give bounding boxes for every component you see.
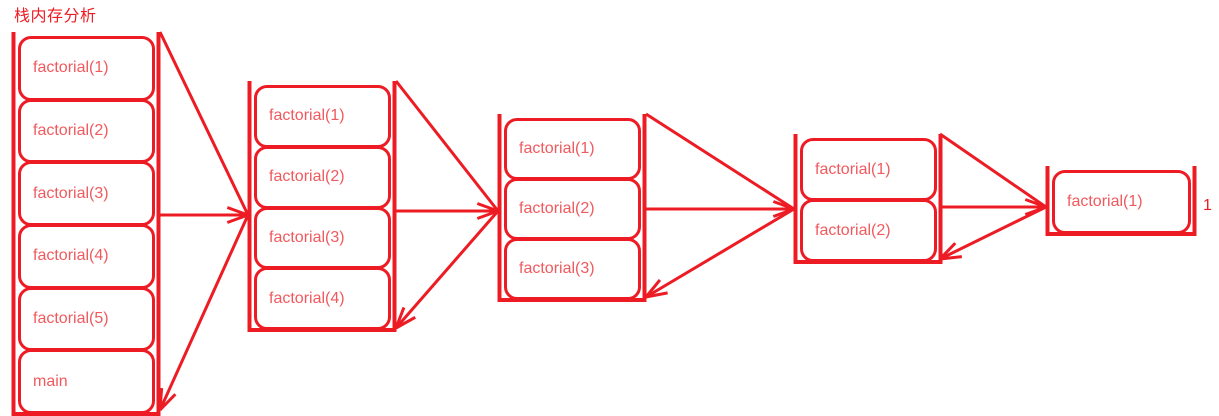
connector-lower-diagonal xyxy=(939,205,1047,261)
connector-arrowhead-left xyxy=(645,291,668,299)
stack-frame-box: factorial(1) xyxy=(254,85,391,148)
stack-frame-box: main xyxy=(18,349,155,414)
connector-arrowhead-left xyxy=(644,279,662,298)
stack-frame-label: factorial(2) xyxy=(269,168,345,186)
stack-frame-box: factorial(2) xyxy=(800,199,937,262)
stack-frame-label: factorial(2) xyxy=(815,221,891,239)
connector-arrowhead-right xyxy=(1024,198,1047,209)
stack-frame-box: factorial(1) xyxy=(1052,170,1191,234)
stack-frame-label: factorial(1) xyxy=(33,59,109,77)
diagram-title: 栈内存分析 xyxy=(14,8,97,25)
connector-lower-diagonal xyxy=(394,210,500,329)
connector-upper-diagonal xyxy=(158,31,250,216)
stack-frame-label: main xyxy=(33,372,68,390)
stack-frame-label: factorial(2) xyxy=(519,200,595,217)
stack-frame-box: factorial(2) xyxy=(504,178,641,240)
stack-frame-label: factorial(2) xyxy=(33,121,109,139)
connector-arrowhead-left xyxy=(158,393,177,412)
stack-frame-label: factorial(4) xyxy=(269,289,345,307)
stack-frame-label: factorial(3) xyxy=(519,260,595,277)
stack-frame-box: factorial(1) xyxy=(18,36,155,101)
connector-arrowhead-left xyxy=(158,387,164,411)
stack-frame-label: factorial(1) xyxy=(519,140,595,157)
connector-arrowhead-left xyxy=(394,306,406,329)
stack-snapshot: factorial(1) xyxy=(1046,170,1196,234)
stack-frame-label: factorial(1) xyxy=(1067,193,1143,210)
connector-arrowhead-right xyxy=(1024,205,1047,216)
connector-arrowhead-right xyxy=(476,209,499,220)
stack-frame-box: factorial(3) xyxy=(254,206,391,270)
stack-frame-label: factorial(3) xyxy=(33,184,109,202)
stack-snapshot: factorial(1) factorial(2) factorial(3) xyxy=(498,118,646,300)
connector-arrowhead-right xyxy=(476,202,499,213)
stack-snapshot: factorial(1) factorial(2) xyxy=(794,138,942,262)
stack-snapshot: factorial(1) factorial(2) factorial(3) fact… xyxy=(12,36,160,414)
stack-frame-box: factorial(5) xyxy=(18,286,155,352)
connector-arrowhead-left xyxy=(939,255,963,261)
connector-arrowhead-left xyxy=(938,242,957,261)
stack-frame-box: factorial(1) xyxy=(800,138,937,201)
connector-arrowhead-right xyxy=(772,200,795,211)
connector-upper-diagonal xyxy=(939,132,1047,209)
stack-frame-label: factorial(3) xyxy=(269,228,345,246)
stack-frame-box: factorial(3) xyxy=(18,161,155,226)
stack-frame-box: factorial(4) xyxy=(254,267,391,330)
result-value-label: 1 xyxy=(1203,197,1212,214)
stack-frame-box: factorial(2) xyxy=(18,98,155,164)
connector-arrowhead-left xyxy=(395,316,416,330)
connector-upper-diagonal xyxy=(394,80,500,212)
stack-frame-label: factorial(1) xyxy=(269,107,345,125)
connector-arrowhead-right xyxy=(226,206,249,217)
stack-frame-box: factorial(4) xyxy=(18,224,155,289)
connector-lower-diagonal xyxy=(645,207,795,299)
connector-arrowhead-right xyxy=(226,213,249,224)
stack-frame-box: factorial(3) xyxy=(504,238,641,300)
stack-frame-label: factorial(5) xyxy=(33,309,109,327)
stack-snapshot: factorial(1) factorial(2) factorial(3) fact… xyxy=(248,85,396,330)
stack-frame-label: factorial(4) xyxy=(33,247,109,265)
connector-upper-diagonal xyxy=(645,112,795,211)
connector-arrowhead-right xyxy=(772,207,795,218)
stack-frame-label: factorial(1) xyxy=(815,160,891,178)
stack-frame-box: factorial(1) xyxy=(504,118,641,180)
connector-lower-diagonal xyxy=(158,214,250,411)
stack-frame-box: factorial(2) xyxy=(254,145,391,209)
